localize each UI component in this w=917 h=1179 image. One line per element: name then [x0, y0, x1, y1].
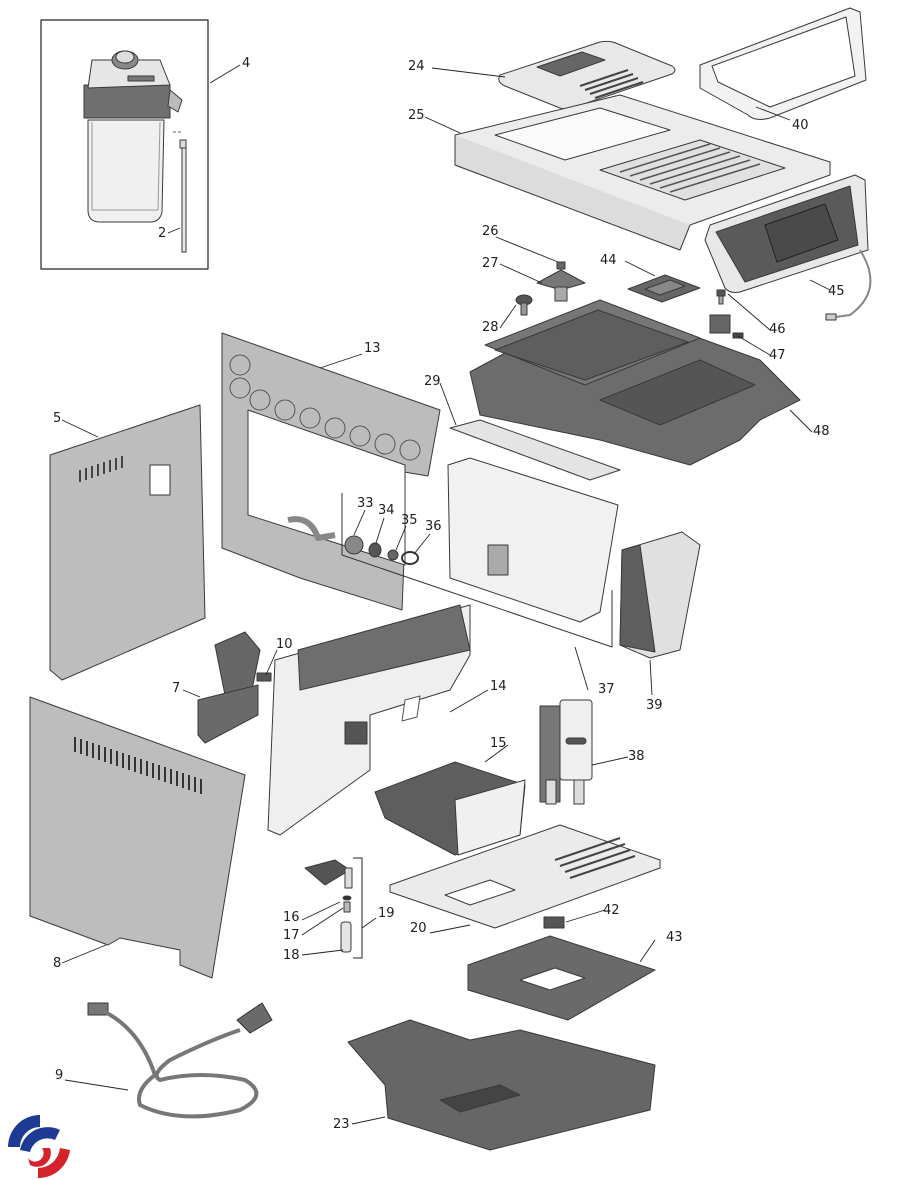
part-5-inner-side-panel [49, 404, 206, 681]
label-part-25: 25 [408, 108, 425, 123]
label-part-23: 23 [333, 1117, 350, 1132]
label-part-36: 36 [425, 519, 442, 534]
label-part-46: 46 [769, 322, 786, 337]
part-8-side-panel [29, 696, 246, 979]
part-27-cone [536, 269, 586, 302]
part-10-clip [214, 631, 272, 696]
label-part-44: 44 [600, 253, 617, 268]
part-34-seal [368, 542, 382, 558]
inset-box [40, 19, 209, 270]
label-part-19: 19 [378, 906, 395, 921]
part-23-drip-tray [347, 1019, 656, 1151]
label-part-8: 8 [53, 956, 62, 971]
label-part-40: 40 [792, 118, 809, 133]
part-2-milk-tube [173, 131, 187, 253]
label-part-24: 24 [408, 59, 425, 74]
label-part-5: 5 [53, 411, 62, 426]
part-36-spring [401, 551, 419, 565]
label-part-16: 16 [283, 910, 300, 925]
part-29-tank-lid [449, 419, 621, 481]
label-part-18: 18 [283, 948, 300, 963]
group-37-bracket [341, 493, 613, 648]
label-part-48: 48 [813, 424, 830, 439]
part-46-screw [716, 289, 726, 305]
label-part-14: 14 [490, 679, 507, 694]
part-37-water-tank [447, 457, 619, 623]
part-48-upper-frame [469, 299, 801, 466]
part-47-switch [709, 314, 744, 339]
label-part-7: 7 [172, 681, 181, 696]
part-13-frame-panel [221, 332, 441, 611]
part-40-panel-frame [699, 7, 867, 120]
part-39-side-cover [619, 531, 701, 659]
brand-logo [8, 1115, 70, 1179]
part-28-grind-knob [515, 294, 533, 316]
label-part-10: 10 [276, 637, 293, 652]
part-42-float [543, 916, 565, 929]
label-part-2: 2 [158, 226, 167, 241]
part-44-cover [627, 274, 701, 303]
label-part-37: 37 [598, 682, 615, 697]
label-part-35: 35 [401, 513, 418, 528]
part-35-valve [387, 549, 399, 561]
label-part-29: 29 [424, 374, 441, 389]
label-part-27: 27 [482, 256, 499, 271]
label-part-33: 33 [357, 496, 374, 511]
label-part-47: 47 [769, 348, 786, 363]
part-14-front-housing [267, 604, 471, 836]
part-26-knob-pin [556, 261, 566, 270]
part-38-dispenser [539, 699, 593, 805]
part-24-bean-lid [498, 40, 676, 110]
part-45-control-panel [704, 174, 872, 321]
label-part-26: 26 [482, 224, 499, 239]
label-part-43: 43 [666, 930, 683, 945]
part-43-tray-support [467, 935, 656, 1021]
label-part-42: 42 [603, 903, 620, 918]
label-part-20: 20 [410, 921, 427, 936]
part-9-power-cord [87, 1002, 273, 1119]
part-hose [287, 516, 336, 541]
part-4-milk-container [83, 50, 183, 223]
label-part-45: 45 [828, 284, 845, 299]
label-part-15: 15 [490, 736, 507, 751]
label-part-13: 13 [364, 341, 381, 356]
label-part-4: 4 [242, 56, 251, 71]
part-20-cup-grid [389, 824, 661, 929]
label-part-34: 34 [378, 503, 395, 518]
leader-lines [61, 64, 831, 1125]
part-25-top-cover [454, 94, 831, 251]
label-part-9: 9 [55, 1068, 64, 1083]
part-7-hinge-bracket [197, 684, 259, 744]
part-15-grounds-drawer [374, 761, 526, 856]
part-33-valve-housing [344, 535, 364, 555]
label-part-28: 28 [482, 320, 499, 335]
part-19-nozzle-assembly [304, 857, 363, 959]
label-part-39: 39 [646, 698, 663, 713]
label-part-38: 38 [628, 749, 645, 764]
label-part-17: 17 [283, 928, 300, 943]
